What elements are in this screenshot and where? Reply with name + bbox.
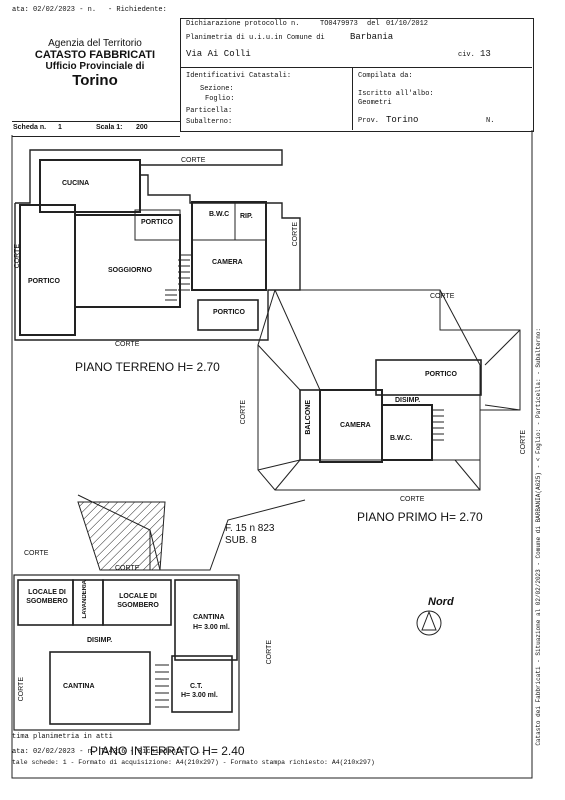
side-cadastral-text: Catasto dei Fabbricati - Situazione al 0… — [535, 328, 542, 746]
room-portico-bottom: PORTICO — [213, 309, 245, 316]
agency-catasto: CATASTO FABBRICATI — [34, 49, 156, 61]
foglio-ref-line2: SUB. 8 — [225, 535, 257, 546]
room-bwc: B.W.C — [209, 211, 230, 218]
room-bwc-primo: B.W.C. — [390, 435, 413, 442]
plan-label: Planimetria di u.i.u.in Comune di — [186, 34, 325, 42]
scheda-number: 1 — [58, 124, 62, 131]
agency-name: Agenzia del Territorio — [48, 38, 142, 49]
room-camera-primo: CAMERA — [340, 422, 371, 429]
room-balcone: BALCONE — [305, 400, 312, 435]
room-ct: C.T. — [190, 683, 203, 690]
corte-label: CORTE — [266, 640, 273, 665]
room-portico: PORTICO — [425, 371, 457, 378]
room-disimp-interrato: DISIMP. — [87, 637, 113, 644]
agency-ufficio: Ufficio Provinciale di — [45, 61, 145, 72]
room-locale-2: LOCALE DI SGOMBERO — [117, 593, 159, 609]
room-soggiorno: SOGGIORNO — [108, 267, 152, 274]
corte-label: CORTE — [181, 157, 206, 164]
top-strip-left: ata: 02/02/2023 - n. — [12, 6, 97, 14]
room-portico-left: PORTICO — [28, 278, 60, 285]
piano-primo-title: PIANO PRIMO H= 2.70 — [357, 510, 483, 524]
footer-line1: tima planimetria in atti — [12, 733, 113, 741]
room-portico-mid: PORTICO — [141, 219, 173, 226]
corte-label: CORTE — [115, 565, 140, 572]
foglio-ref-line1: F. 15 n 823 — [225, 523, 275, 534]
n-label: N. — [486, 117, 495, 125]
room-cucina: CUCINA — [62, 180, 90, 187]
decl-label: Dichiarazione protocollo n. — [186, 20, 300, 28]
prov-label: Prov. — [358, 117, 380, 125]
sezione-label: Sezione: — [200, 85, 234, 93]
corte-label: CORTE — [240, 400, 247, 425]
piano-terreno-title: PIANO TERRENO H= 2.70 — [75, 360, 220, 374]
agency-block: Agenzia del Territorio CATASTO FABBRICAT… — [30, 38, 160, 89]
ident-label: Identificativi Catastali: — [186, 72, 292, 80]
room-ct-height: H= 3.00 ml. — [181, 692, 218, 699]
footer-line2: ata: 02/02/2023 - n. T14216 - Richiedent… — [12, 748, 206, 756]
piano-interrato-title: PIANO INTERRATO H= 2.40 — [90, 744, 245, 758]
scala-value: 200 — [136, 124, 148, 131]
room-locale-1: LOCALE DI SGOMBERO — [26, 589, 68, 605]
nord-label: Nord — [428, 596, 454, 608]
room-camera: CAMERA — [212, 259, 243, 266]
decl-date: 01/10/2012 — [386, 20, 429, 28]
decl-del: del — [367, 20, 380, 28]
corte-label: CORTE — [24, 550, 49, 557]
corte-label: CORTE — [400, 496, 425, 503]
header-vdivider — [352, 67, 353, 130]
prov-value: Torino — [386, 115, 419, 125]
foglio-label: Foglio: — [205, 95, 235, 103]
corte-label: CORTE — [430, 293, 455, 300]
room-cantina-left: CANTINA — [63, 683, 95, 690]
particella-label: Particella: — [186, 107, 233, 115]
subalterno-label: Subalterno: — [186, 118, 233, 126]
comune: Barbania — [350, 32, 394, 42]
address: Via Ai Colli — [186, 49, 251, 59]
scheda-label: Scheda n. — [13, 124, 47, 131]
corte-label: CORTE — [14, 244, 21, 269]
corte-label: CORTE — [115, 341, 140, 348]
scheda-row — [12, 121, 180, 137]
room-lavanderia: LAVANDERIA — [82, 580, 88, 619]
top-strip-mid: - Richiedente: — [108, 6, 167, 14]
corte-label: CORTE — [520, 430, 527, 455]
agency-city: Torino — [72, 72, 118, 89]
room-cantina-right-height: H= 3.00 ml. — [193, 624, 230, 631]
room-cantina-right: CANTINA — [193, 614, 225, 621]
corte-label: CORTE — [292, 222, 299, 247]
decl-number: TO0479973 — [320, 20, 358, 28]
room-disimp: DISIMP. — [395, 397, 421, 404]
albo-value: Geometri — [358, 99, 392, 107]
room-rip: RIP. — [240, 213, 253, 220]
corte-label: CORTE — [18, 677, 25, 702]
civ-label: civ. — [458, 51, 475, 59]
scala-label: Scala 1: — [96, 124, 123, 131]
header-divider — [180, 67, 532, 68]
footer-line3: tale schede: 1 - Formato di acquisizione… — [12, 759, 375, 766]
iscritto-label: Iscritto all'albo: — [358, 90, 434, 98]
header-box — [180, 18, 534, 132]
compilata-label: Compilata da: — [358, 72, 413, 80]
civ-number: 13 — [480, 49, 491, 59]
